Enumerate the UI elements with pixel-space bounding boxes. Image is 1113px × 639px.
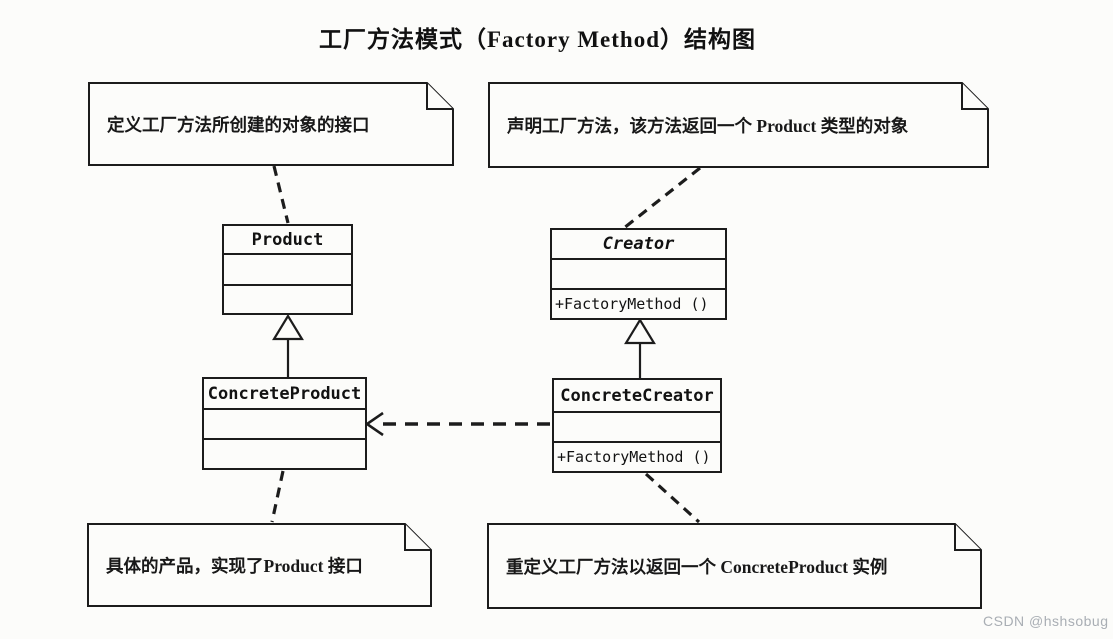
- class-creator: Creator +FactoryMethod (): [550, 228, 727, 320]
- note-text: 重定义工厂方法以返回一个 ConcreteProduct 实例: [506, 556, 888, 577]
- class-name-concrete-creator: ConcreteCreator: [560, 385, 714, 406]
- generalization-concretecreator-creator: [624, 317, 656, 378]
- class-attributes-concrete-product: [204, 408, 365, 438]
- note-anchor-topleft-product: [272, 165, 290, 224]
- csdn-watermark: CSDN @hshsobug: [983, 613, 1109, 629]
- class-attributes-creator: [552, 258, 725, 288]
- dependency-concretecreator-concreteproduct: [364, 411, 552, 437]
- class-attributes-product: [224, 253, 351, 284]
- class-concrete-creator: ConcreteCreator +FactoryMethod (): [552, 378, 722, 473]
- note-top-right: 声明工厂方法，该方法返回一个 Product 类型的对象: [488, 82, 989, 168]
- class-methods-concrete-product: [204, 438, 365, 468]
- note-outline: [87, 523, 432, 607]
- note-anchor-concreteproduct-bottomleft: [270, 470, 285, 523]
- class-methods-product: [224, 284, 351, 313]
- note-fold-icon: [426, 83, 453, 110]
- note-top-left: 定义工厂方法所创建的对象的接口: [88, 82, 454, 166]
- note-anchor-topright-creator: [623, 166, 701, 230]
- note-fold-icon: [404, 524, 431, 551]
- class-concrete-product: ConcreteProduct: [202, 377, 367, 470]
- open-arrowhead: [364, 411, 384, 437]
- class-methods-concrete-creator: +FactoryMethod (): [554, 441, 720, 471]
- note-text: 定义工厂方法所创建的对象的接口: [107, 114, 370, 135]
- class-methods-creator: +FactoryMethod (): [552, 288, 725, 318]
- note-fold-icon: [954, 524, 981, 551]
- class-name-concrete-product: ConcreteProduct: [207, 383, 362, 404]
- class-name-product: Product: [251, 229, 324, 250]
- hollow-triangle-arrowhead: [272, 313, 304, 341]
- note-bottom-left: 具体的产品，实现了Product 接口: [87, 523, 432, 607]
- class-name-creator: Creator: [602, 234, 675, 254]
- note-text: 声明工厂方法，该方法返回一个 Product 类型的对象: [507, 115, 909, 136]
- note-bottom-right: 重定义工厂方法以返回一个 ConcreteProduct 实例: [487, 523, 982, 609]
- class-product: Product: [222, 224, 353, 315]
- page-title: 工厂方法模式（Factory Method）结构图: [318, 27, 757, 52]
- class-attributes-concrete-creator: [554, 411, 720, 441]
- hollow-triangle-arrowhead: [624, 317, 656, 345]
- note-fold-icon: [961, 83, 988, 110]
- note-outline: [488, 82, 989, 168]
- note-outline: [88, 82, 454, 166]
- note-anchor-concretecreator-bottomright: [644, 472, 701, 524]
- generalization-concreteproduct-product: [272, 313, 304, 377]
- note-text: 具体的产品，实现了Product 接口: [106, 555, 363, 576]
- note-outline: [487, 523, 982, 609]
